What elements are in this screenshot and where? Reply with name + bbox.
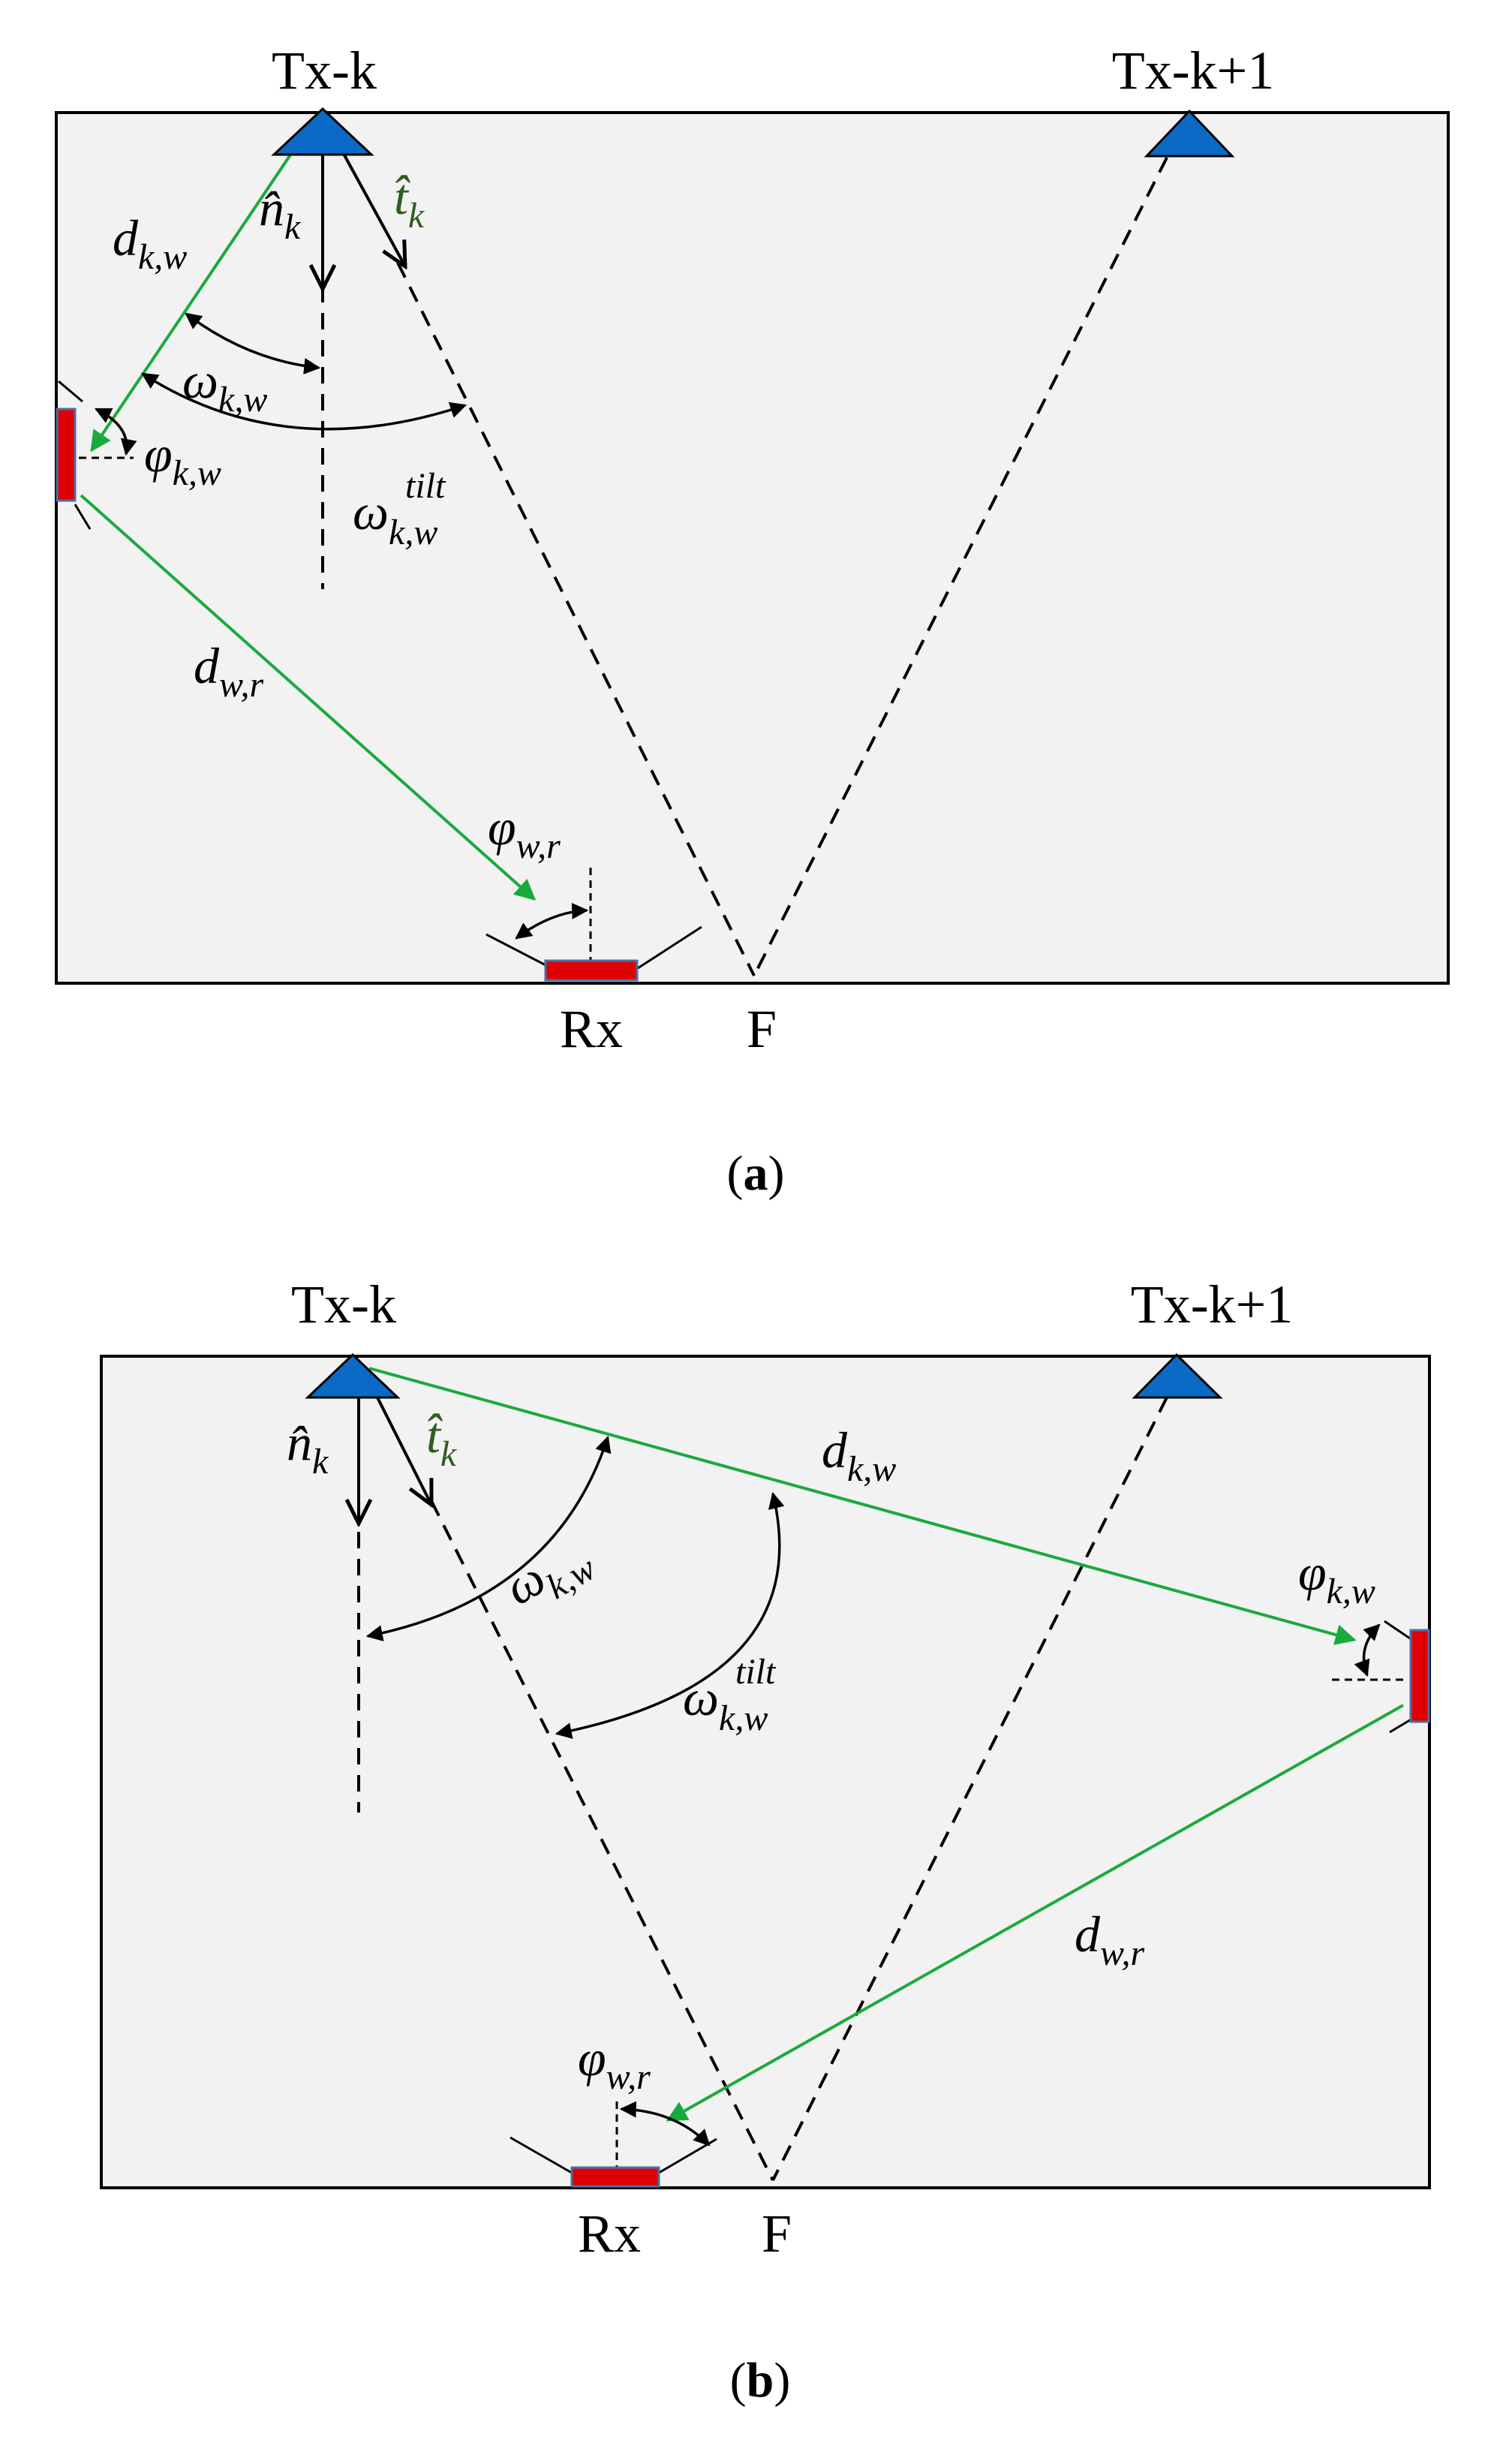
- pd-fov-line-b: [1384, 1620, 1413, 1641]
- rx-pd-b: [570, 2166, 660, 2188]
- tx2-dash-a: [753, 157, 1168, 976]
- room-a: [55, 111, 1450, 985]
- los-pd-to-rx-a: [80, 494, 537, 901]
- phi-kw-label-b: φk,w: [1298, 1544, 1375, 1611]
- tx-k-triangle-b: [305, 1352, 401, 1399]
- n-hat-label-a: n̂k: [259, 179, 302, 247]
- mirror-pd-b: [1409, 1629, 1430, 1723]
- phi-wr-label-b: φw,r: [578, 2029, 651, 2097]
- n-hat-label-b: n̂k: [287, 1414, 329, 1482]
- t-hat-label-a: t̂k: [394, 168, 425, 236]
- caption-a: (a): [727, 1146, 785, 1201]
- d-wr-label-a: dw,r: [194, 637, 263, 705]
- pd-fov-line-a: [58, 380, 83, 403]
- rx-fov-line-b2: [658, 2138, 717, 2174]
- rx-pd-a: [544, 959, 639, 982]
- tx2-dash-b: [771, 1397, 1168, 2181]
- rx-fov-line-a2: [637, 925, 702, 970]
- caption-b: (b): [730, 2353, 791, 2408]
- phi-kw-label-a: φk,w: [144, 426, 221, 493]
- omega-kw-arc-a: [185, 312, 321, 375]
- phi-kw-arc-a: [95, 408, 137, 456]
- los-pd-to-rx-b: [666, 1704, 1404, 2122]
- tx-k-label-a: Tx-k: [272, 41, 377, 101]
- phi-wr-label-a: φw,r: [488, 799, 561, 866]
- rx-label-a: Rx: [560, 999, 623, 1059]
- phi-wr-arc-b: [619, 2101, 711, 2147]
- panel-a: Tx-k Tx-k+1 Rx F n̂k t̂k dk,w ωk,w φk,w …: [55, 41, 1450, 1201]
- omega-kw-arc-b: [365, 1435, 612, 1641]
- pd-fov-line-a2: [74, 504, 92, 530]
- tx-k1-triangle-a: [1144, 109, 1235, 158]
- los-tx-to-pd-b: [368, 1367, 1357, 1645]
- tx-k-triangle-a: [271, 107, 374, 156]
- rx-fov-line-b: [510, 2136, 573, 2174]
- rx-fov-line-a: [485, 933, 552, 970]
- los-tx-to-pd-a: [90, 141, 300, 453]
- tx-k1-triangle-b: [1132, 1352, 1223, 1399]
- tx-k1-label-a: Tx-k+1: [1112, 41, 1275, 101]
- omega-kw-label-a: ωk,w: [182, 352, 267, 420]
- tx-k-label-b: Tx-k: [291, 1274, 396, 1334]
- omega-tilt-label-b: ωk,wtilt: [683, 1652, 777, 1738]
- panel-b: Tx-k Tx-k+1 Rx F n̂k t̂k dk,w ωk,w ωk,wt…: [100, 1274, 1431, 2408]
- tilt-dash-b: [430, 1500, 774, 2181]
- room-b: [100, 1355, 1431, 2189]
- omega-tilt-label-a: ωk,wtilt: [353, 466, 446, 552]
- tilt-dash-a: [396, 262, 756, 976]
- rx-label-b: Rx: [578, 2204, 641, 2264]
- omega-tilt-arc-a: [141, 372, 467, 431]
- omega-tilt-arc-b: [555, 1491, 785, 1739]
- phi-wr-arc-a: [515, 902, 589, 940]
- phi-kw-arc-b: [1354, 1623, 1381, 1677]
- t-hat-vector-a: [342, 153, 405, 266]
- d-kw-label-b: dk,w: [822, 1422, 896, 1489]
- d-wr-label-b: dw,r: [1075, 1906, 1144, 1973]
- mirror-pd-a: [56, 408, 77, 502]
- t-hat-label-b: t̂k: [426, 1407, 458, 1474]
- tx-k1-label-b: Tx-k+1: [1131, 1274, 1294, 1334]
- pd-fov-line-b2: [1389, 1717, 1413, 1734]
- f-label-b: F: [762, 2204, 792, 2264]
- d-kw-label-a: dk,w: [113, 209, 187, 277]
- f-label-a: F: [747, 999, 777, 1059]
